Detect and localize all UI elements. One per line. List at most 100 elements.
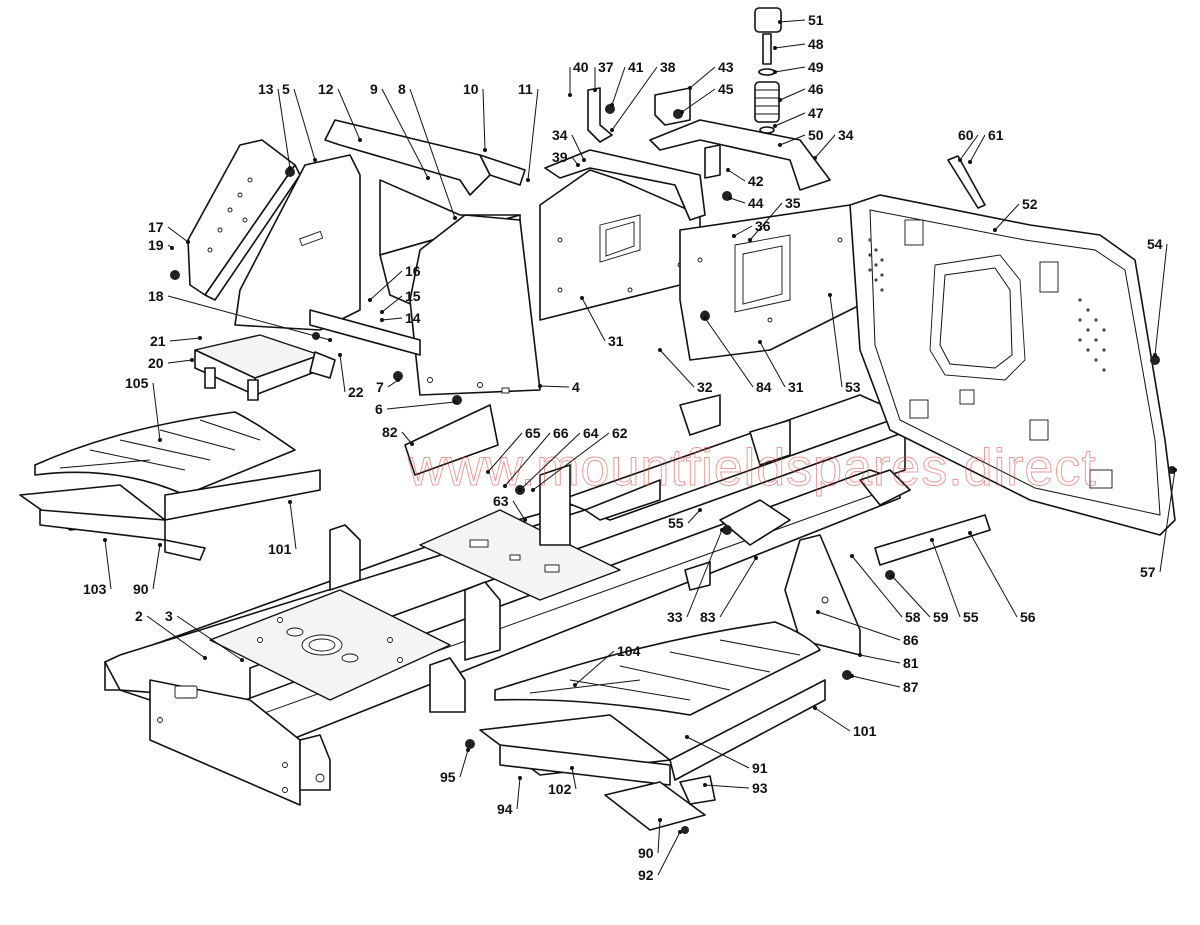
leader-line-15: [381, 295, 403, 313]
leader-dot-6: [453, 400, 457, 404]
callout-44: 44: [748, 195, 764, 211]
leader-line-14: [381, 317, 403, 321]
rear-panel-31-right: [679, 204, 871, 361]
callout-63: 63: [493, 493, 509, 509]
callout-6: 6: [375, 401, 383, 417]
leader-dot-40: [568, 93, 572, 97]
leader-dot-18: [328, 338, 332, 342]
leader-line-5: [293, 88, 316, 161]
leader-dot-55: [930, 538, 934, 542]
leader-line-18: [167, 295, 331, 341]
callout-42: 42: [748, 173, 764, 189]
leader-dot-87: [850, 674, 854, 678]
leader-dot-86: [816, 610, 820, 614]
footplate-right-104: [479, 621, 826, 831]
leader-dot-103: [103, 538, 107, 542]
callout-2: 2: [135, 608, 143, 624]
leader-line-103: [104, 539, 112, 590]
leader-dot-17: [186, 240, 190, 244]
callout-3: 3: [165, 608, 173, 624]
leader-dot-53: [828, 293, 832, 297]
callout-38: 38: [660, 59, 676, 75]
callout-11: 11: [518, 81, 533, 97]
leader-dot-83: [754, 556, 758, 560]
callout-46: 46: [808, 81, 824, 97]
footplate-left-105: [19, 411, 321, 561]
leader-line-81: [859, 654, 901, 664]
callout-13: 13: [258, 81, 274, 97]
leader-line-66: [504, 432, 551, 487]
leader-dot-57: [1173, 468, 1177, 472]
callout-5: 5: [282, 81, 290, 97]
leader-dot-46: [778, 98, 782, 102]
bracket-42: [704, 144, 721, 179]
callout-57: 57: [1140, 564, 1156, 580]
callout-95: 95: [440, 769, 456, 785]
rear-panel-31-left: [539, 169, 701, 321]
leader-line-48: [774, 43, 806, 49]
leader-dot-44: [728, 196, 732, 200]
leader-dot-45: [680, 110, 684, 114]
callout-17: 17: [148, 219, 164, 235]
callout-60: 60: [958, 127, 974, 143]
callout-82: 82: [382, 424, 398, 440]
leader-line-16: [369, 270, 403, 301]
callout-101: 101: [853, 723, 877, 739]
leader-line-49: [774, 66, 806, 73]
callout-102: 102: [548, 781, 572, 797]
main-frame: [104, 394, 911, 806]
leader-line-93: [704, 784, 750, 789]
leader-line-55: [687, 509, 701, 524]
callout-48: 48: [808, 36, 824, 52]
leader-dot-38: [610, 128, 614, 132]
leader-line-95: [459, 749, 469, 778]
callout-94: 94: [497, 801, 513, 817]
callout-15: 15: [405, 288, 421, 304]
callout-45: 45: [718, 81, 734, 97]
leader-dot-47: [773, 124, 777, 128]
leader-dot-35: [748, 238, 752, 242]
callout-31: 31: [608, 333, 624, 349]
leader-dot-94: [518, 776, 522, 780]
callout-59: 59: [933, 609, 949, 625]
leader-line-86: [817, 611, 901, 641]
callout-20: 20: [148, 355, 164, 371]
strap-60: [947, 155, 986, 209]
leader-dot-3: [240, 658, 244, 662]
leader-line-65: [487, 432, 523, 473]
leader-dot-59: [890, 574, 894, 578]
clamp-43: [654, 87, 691, 126]
callout-101: 101: [268, 541, 292, 557]
callout-22: 22: [348, 384, 364, 400]
leader-dot-43: [688, 86, 692, 90]
leader-dot-52: [993, 228, 997, 232]
callout-51: 51: [808, 12, 824, 28]
callout-90: 90: [133, 581, 149, 597]
callout-104: 104: [617, 643, 641, 659]
callout-105: 105: [125, 375, 149, 391]
leader-dot-12: [358, 138, 362, 142]
callout-43: 43: [718, 59, 734, 75]
leader-dot-42: [726, 168, 730, 172]
callout-52: 52: [1022, 196, 1038, 212]
leader-line-53: [829, 294, 843, 388]
callout-36: 36: [755, 218, 771, 234]
leader-line-4: [539, 385, 570, 388]
callout-18: 18: [148, 288, 164, 304]
leader-line-11: [527, 88, 539, 181]
leader-line-59: [891, 575, 931, 618]
callout-21: 21: [150, 333, 166, 349]
leader-dot-55: [698, 508, 702, 512]
leader-line-92: [657, 831, 681, 876]
callout-19: 19: [148, 237, 164, 253]
callout-32: 32: [697, 379, 713, 395]
leader-line-10: [482, 88, 486, 151]
callout-31: 31: [788, 379, 804, 395]
leader-line-41: [611, 66, 626, 106]
callout-86: 86: [903, 632, 919, 648]
leader-line-84: [704, 317, 754, 388]
leader-dot-2: [203, 656, 207, 660]
callout-8: 8: [398, 81, 406, 97]
callout-16: 16: [405, 263, 421, 279]
callout-83: 83: [700, 609, 716, 625]
